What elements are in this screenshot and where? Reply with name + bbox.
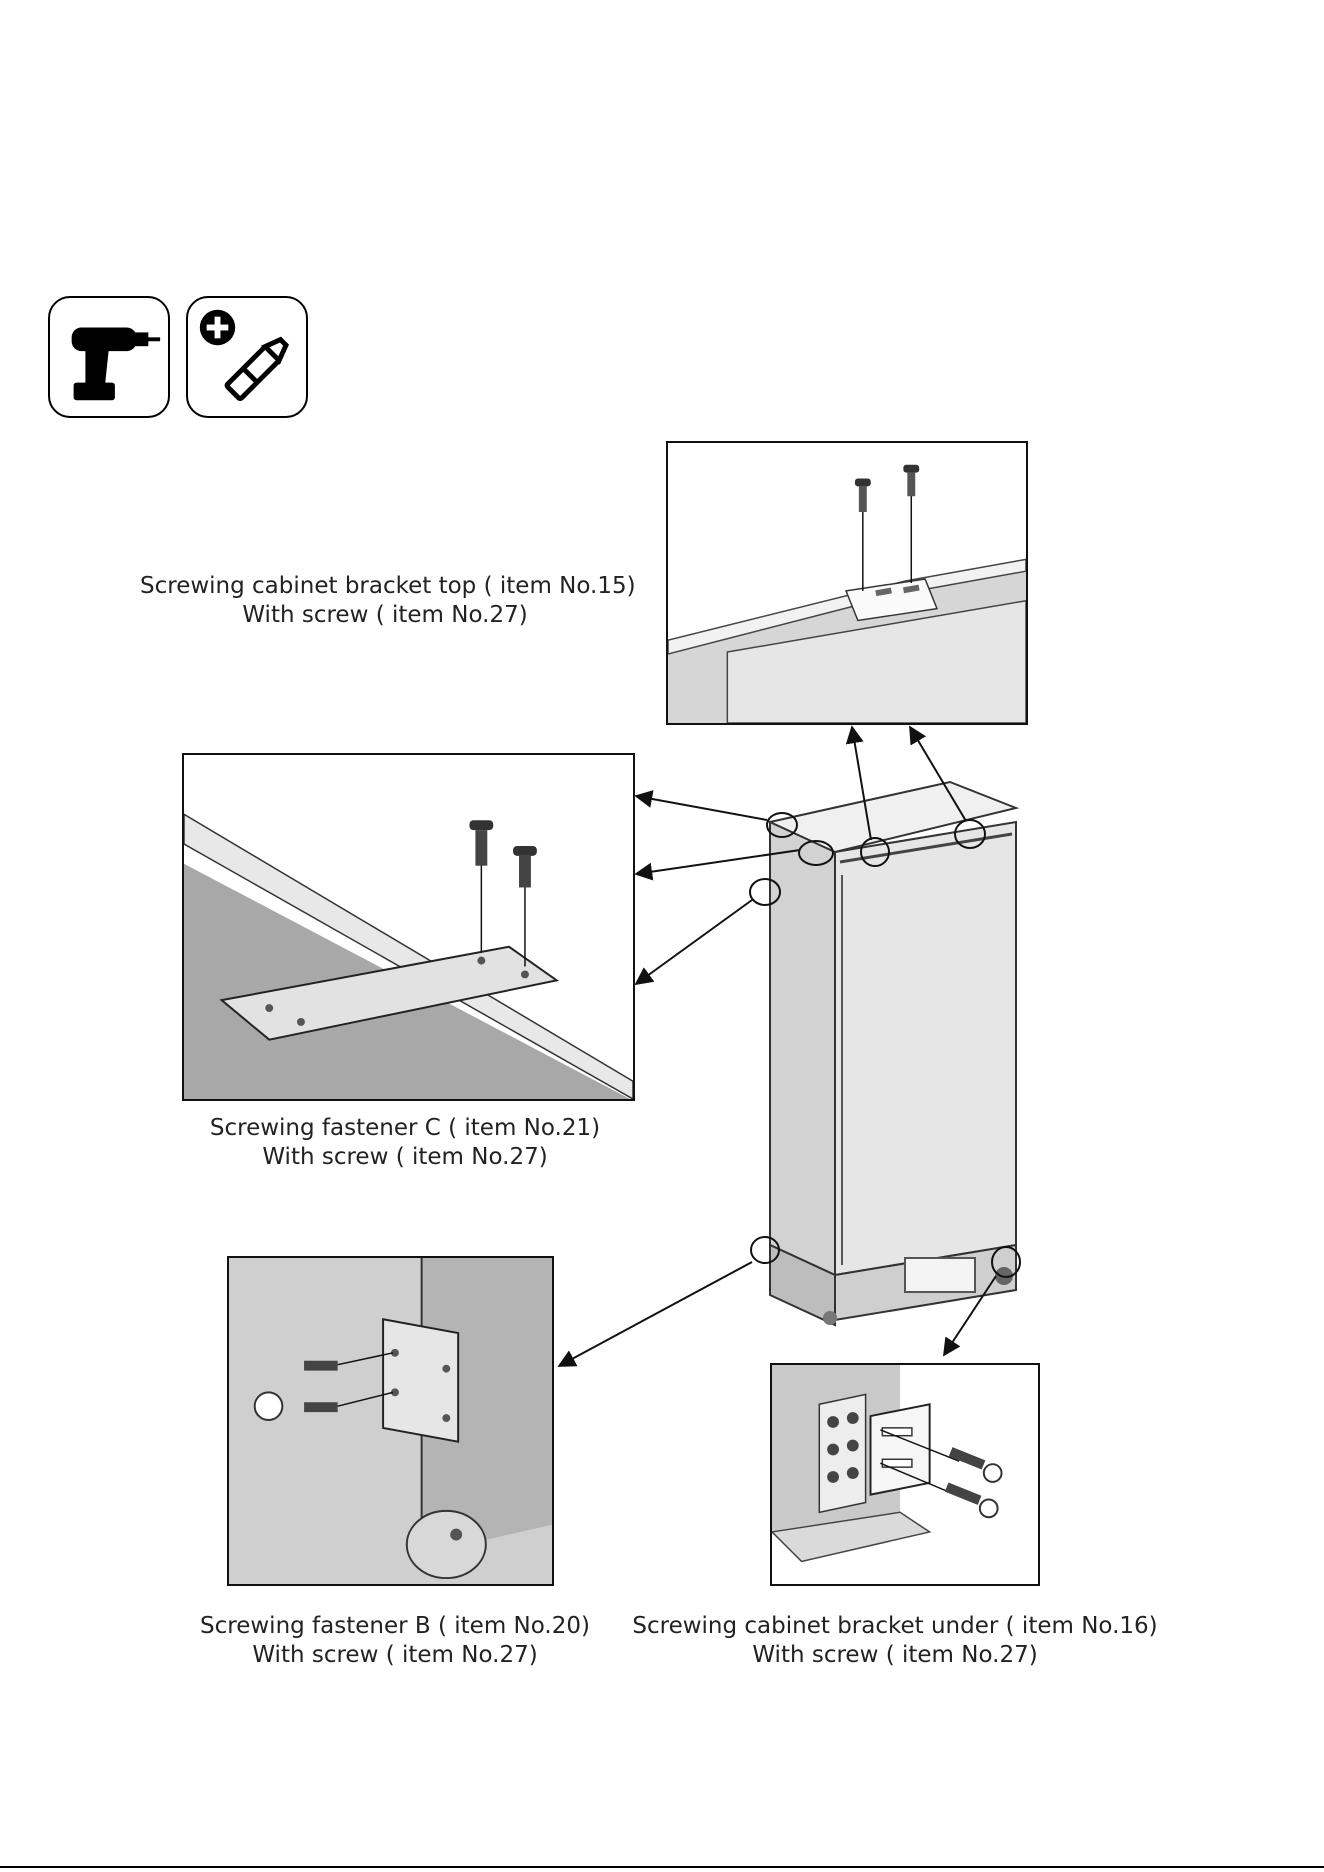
caption-fastener-b-line1: Screwing fastener B ( item No.20) [190,1612,600,1641]
caption-fastener-c: Screwing fastener C ( item No.21) With s… [190,1114,620,1172]
caption-bracket-top-line2: With screw ( item No.27) [140,601,630,630]
detail-fastener-c [182,753,635,1101]
caption-bracket-under-line1: Screwing cabinet bracket under ( item No… [630,1612,1160,1641]
caption-fastener-c-line1: Screwing fastener C ( item No.21) [190,1114,620,1143]
cabinet-front [835,822,1016,1275]
caption-fastener-c-line2: With screw ( item No.27) [190,1143,620,1172]
caption-bracket-top: Screwing cabinet bracket top ( item No.1… [140,572,630,630]
caption-bracket-under-line2: With screw ( item No.27) [630,1641,1160,1670]
detail-fastener-b [227,1256,554,1586]
caption-bracket-top-line1: Screwing cabinet bracket top ( item No.1… [140,572,630,601]
caption-fastener-b: Screwing fastener B ( item No.20) With s… [190,1612,600,1670]
caption-bracket-under: Screwing cabinet bracket under ( item No… [630,1612,1160,1670]
caption-fastener-b-line2: With screw ( item No.27) [190,1641,600,1670]
detail-bracket-under [770,1363,1040,1586]
detail-bracket-top [666,441,1028,725]
page-bottom-rule [0,1866,1324,1868]
